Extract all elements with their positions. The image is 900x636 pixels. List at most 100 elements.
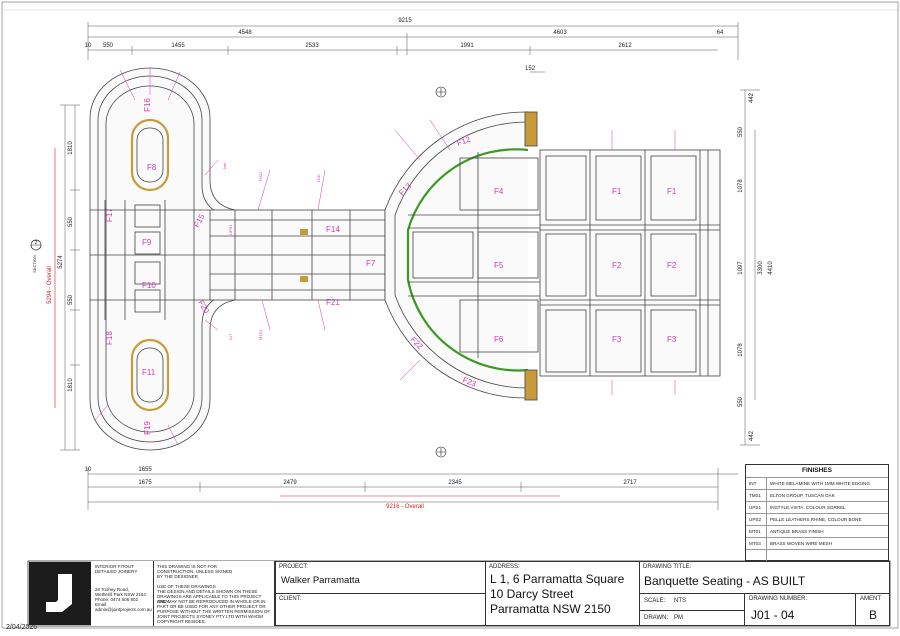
client-label: CLIENT:	[279, 596, 302, 602]
svg-text:LED: LED	[316, 174, 321, 182]
address-line-2: 10 Darcy Street	[490, 587, 574, 601]
seat-label: F7	[366, 259, 376, 268]
svg-text:550: 550	[738, 396, 744, 407]
company-logo	[29, 562, 91, 625]
svg-text:2: 2	[35, 240, 38, 246]
drawing-notes: THIS DRAWING IS NOT FOR CONSTRUCTION, UN…	[153, 561, 275, 626]
scale-label: SCALE:	[644, 598, 666, 604]
svg-text:2612: 2612	[618, 43, 632, 49]
svg-text:152: 152	[525, 66, 536, 72]
seat-label: F3	[667, 335, 677, 344]
svg-text:1455: 1455	[171, 43, 185, 49]
seat-label: F11	[142, 368, 156, 377]
svg-text:4410: 4410	[768, 261, 774, 275]
svg-text:Join: Join	[222, 163, 227, 170]
svg-text:1097: 1097	[738, 261, 744, 275]
annotation-leaders	[94, 68, 676, 446]
svg-text:442: 442	[749, 430, 755, 441]
svg-text:4603: 4603	[553, 30, 567, 36]
svg-text:1078: 1078	[738, 179, 744, 193]
company-details: INTERIOR FITOUT DETAILED JOINERY 28 Tooh…	[91, 561, 153, 626]
amendment-value: B	[869, 608, 878, 622]
svg-text:1991: 1991	[460, 43, 474, 49]
drawing-title-cell: DRAWING TITLE: Banquette Seating - AS BU…	[640, 561, 890, 593]
finishes-title: FINISHES	[802, 467, 832, 474]
seat-label: F1	[667, 187, 677, 196]
svg-text:2533: 2533	[305, 43, 319, 49]
drawn-cell: DRAWN: PM	[640, 610, 745, 626]
scale-cell: SCALE: NTS	[640, 593, 745, 610]
seat-label: F2	[667, 261, 677, 270]
seating-plan	[89, 67, 721, 451]
svg-text:SECTION: SECTION	[32, 255, 37, 273]
drawing-number: J01 - 04	[751, 608, 795, 622]
svg-text:550: 550	[68, 294, 74, 305]
svg-text:9216 - Overall: 9216 - Overall	[386, 504, 424, 510]
svg-text:TM01: TM01	[258, 171, 263, 182]
address-line-3: Parramatta NSW 2150	[490, 602, 611, 616]
finish-row-empty	[746, 549, 888, 562]
project-label: PROJECT:	[279, 564, 309, 570]
drawing-title: Banquette Seating - AS BUILT	[644, 574, 806, 588]
svg-text:10: 10	[85, 43, 92, 49]
side-labels: Join UPS1 TM01 INT MT01 LED	[222, 163, 321, 340]
svg-text:4548: 4548	[238, 30, 252, 36]
svg-text:64: 64	[717, 30, 724, 36]
seat-label: F8	[147, 163, 157, 172]
svg-text:10: 10	[85, 467, 92, 473]
seat-label: F19	[143, 421, 152, 435]
drawn-label: DRAWN:	[644, 615, 669, 621]
project-name: Walker Parramatta	[281, 575, 360, 586]
svg-text:5294 - Overall: 5294 - Overall	[47, 266, 53, 304]
seat-label: F17	[105, 208, 114, 222]
seat-label: F14	[326, 225, 340, 234]
svg-text:MT01: MT01	[258, 329, 263, 340]
address-label: ADDRESS:	[489, 564, 520, 570]
svg-text:1655: 1655	[138, 467, 152, 473]
seat-label: F2	[612, 261, 622, 270]
project-cell: PROJECT: Walker Parramatta	[275, 561, 486, 593]
seat-label: F10	[142, 281, 156, 290]
north-markers	[435, 86, 447, 458]
svg-text:INT: INT	[228, 333, 233, 340]
svg-text:2717: 2717	[623, 480, 637, 486]
section-marker: 2 SECTION	[30, 239, 42, 273]
svg-text:5274: 5274	[58, 255, 64, 269]
dim-9215: 9215	[398, 18, 412, 24]
svg-text:1810: 1810	[68, 141, 74, 155]
svg-text:550: 550	[68, 216, 74, 227]
drawing-number-cell: DRAWING NUMBER: J01 - 04	[745, 593, 856, 626]
drawn-value: PM	[674, 615, 683, 621]
svg-text:1675: 1675	[138, 480, 152, 486]
svg-text:442: 442	[749, 92, 755, 103]
scale-value: NTS	[674, 598, 686, 604]
seat-label: F5	[494, 261, 504, 270]
seat-label: F16	[143, 98, 152, 112]
svg-text:1078: 1078	[738, 343, 744, 357]
svg-text:2479: 2479	[283, 480, 297, 486]
drawing-number-label: DRAWING NUMBER:	[749, 596, 808, 602]
seat-label: F3	[612, 335, 622, 344]
svg-text:550: 550	[738, 126, 744, 137]
date-stamp: 2/04/2026	[6, 624, 38, 631]
svg-text:3300: 3300	[758, 261, 764, 275]
dimension-lines	[60, 22, 760, 510]
svg-text:1810: 1810	[68, 378, 74, 392]
amendment-label: AMENT	[860, 596, 881, 602]
svg-text:2345: 2345	[448, 480, 462, 486]
seat-label: F4	[494, 187, 504, 196]
seat-label: F6	[494, 335, 504, 344]
dimension-labels: 9215 4548 4603 64 10 550 1455 2533 1991 …	[47, 18, 774, 510]
seat-label: F9	[142, 238, 152, 247]
amendment-cell: AMENT B	[856, 593, 890, 626]
seat-label: F18	[105, 331, 114, 345]
address-cell: ADDRESS: L 1, 6 Parramatta Square 10 Dar…	[486, 561, 640, 626]
